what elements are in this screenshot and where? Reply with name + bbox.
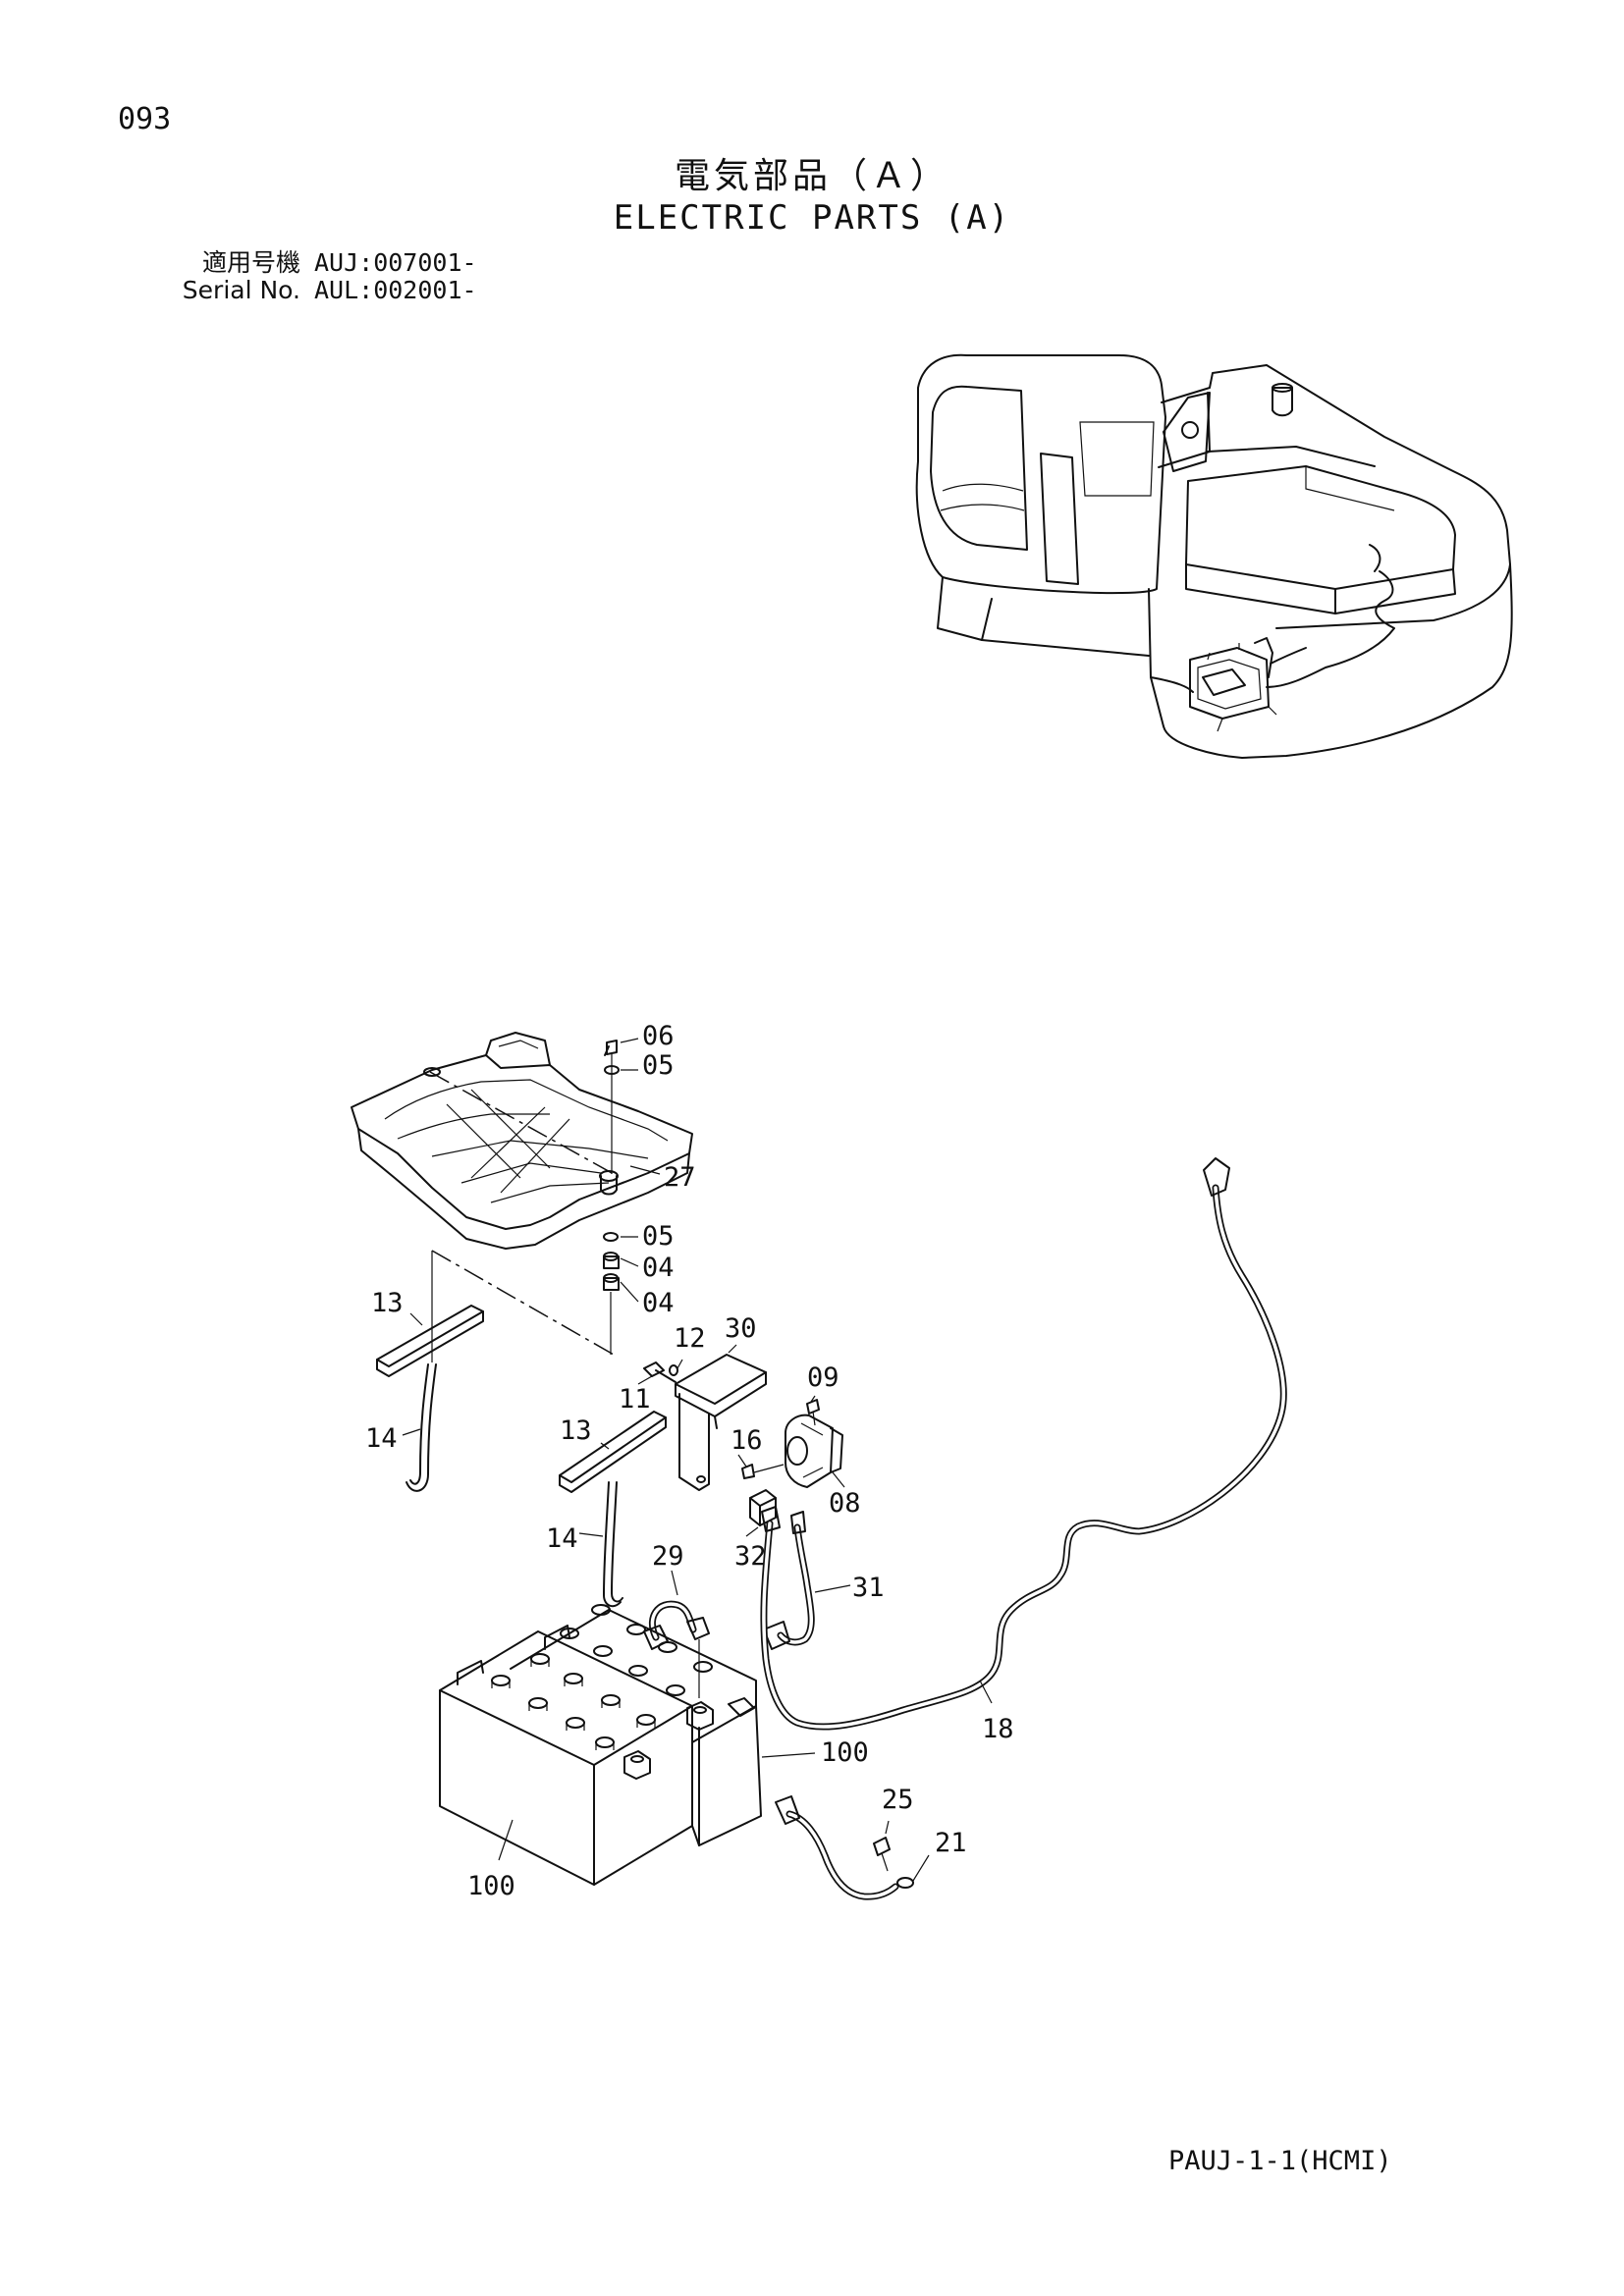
ground-cable-21 (775, 1795, 914, 1900)
mounting-bracket (643, 1354, 767, 1491)
callout-16: 16 (731, 1425, 763, 1456)
serial-value-1: AUJ:007001- (314, 248, 477, 277)
callout-05-top: 05 (642, 1050, 675, 1081)
serial-label-jp: 適用号機 (201, 248, 300, 277)
callout-11: 11 (619, 1384, 651, 1415)
callout-13-right: 13 (560, 1415, 592, 1446)
battery-cable-31 (763, 1511, 815, 1650)
battery-caps (491, 1604, 713, 1750)
callout-05-bottom: 05 (642, 1221, 675, 1252)
callout-30: 30 (725, 1313, 757, 1344)
excavator-overview (915, 353, 1513, 759)
callout-14-right: 14 (546, 1523, 578, 1554)
tray-fasteners (603, 1040, 620, 1355)
serial-value-2: AUL:002001- (314, 276, 477, 304)
callout-25: 25 (882, 1785, 914, 1815)
callout-labels: 06 05 27 05 04 04 30 12 11 13 09 13 14 1… (365, 1021, 1014, 1901)
callout-04-upper: 04 (642, 1253, 675, 1283)
serial-info: 適用号機 AUJ:007001- Serial No. AUL:002001- (155, 249, 477, 304)
disconnect-switch (749, 1489, 777, 1526)
leader-lines (402, 1038, 993, 1882)
battery-relay (741, 1399, 843, 1488)
title-english: ELECTRIC PARTS (A) (613, 198, 1011, 238)
callout-32: 32 (734, 1541, 767, 1572)
callout-13-left: 13 (371, 1288, 404, 1318)
battery-compartment-detail (1189, 637, 1277, 732)
callout-06: 06 (642, 1021, 675, 1051)
callout-21: 21 (935, 1828, 967, 1858)
callout-100-left: 100 (467, 1871, 515, 1901)
callout-08: 08 (829, 1488, 861, 1519)
callout-29: 29 (652, 1541, 684, 1572)
footer-code: PAUJ-1-1(HCMI) (1168, 2146, 1392, 2176)
main-cable-18 (760, 1157, 1287, 1731)
page-number: 093 (118, 102, 172, 136)
callout-04-lower: 04 (642, 1288, 675, 1318)
batteries (439, 1604, 762, 1886)
callout-31: 31 (852, 1573, 885, 1603)
battery-tray (351, 1032, 693, 1250)
serial-label-en: Serial No. (182, 276, 300, 304)
callout-18: 18 (982, 1714, 1014, 1744)
callout-12: 12 (674, 1323, 706, 1354)
callout-09: 09 (807, 1362, 839, 1393)
callout-14-left: 14 (365, 1423, 398, 1454)
hold-down-rods (406, 1363, 623, 1608)
callout-27: 27 (664, 1162, 696, 1193)
title-japanese: 電気部品（Ａ） (674, 156, 949, 196)
jumper-cable (643, 1600, 710, 1698)
callout-100-right: 100 (821, 1737, 869, 1768)
hold-down-bars (376, 1305, 667, 1493)
